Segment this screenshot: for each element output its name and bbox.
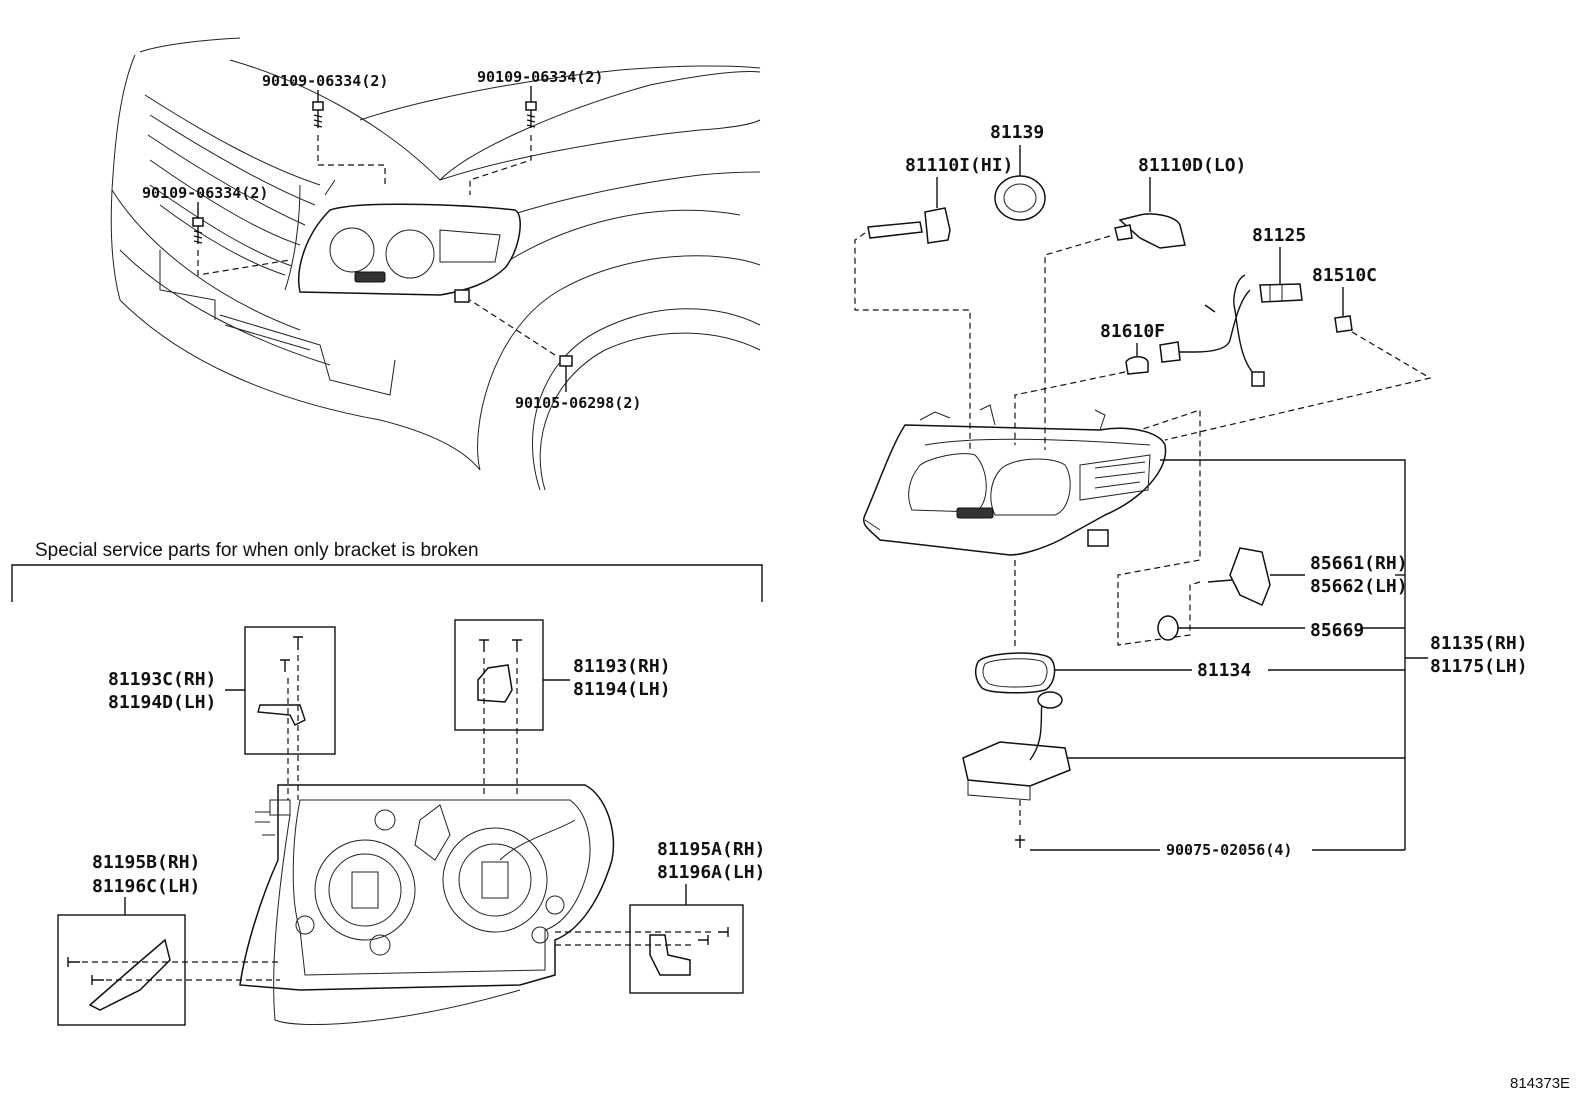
gasket-81134 xyxy=(974,560,1056,694)
label-81193: 81193(RH) xyxy=(573,656,671,677)
label-81194d: 81194D(LH) xyxy=(108,692,216,713)
bolt-icon-d xyxy=(469,299,573,380)
label-81125: 81125 xyxy=(1252,225,1306,246)
label-bolt-c: 90109-06334(2) xyxy=(142,184,268,202)
label-81610f: 81610F xyxy=(1100,321,1165,342)
label-81175: 81175(LH) xyxy=(1430,656,1528,677)
label-81195b: 81195B(RH) xyxy=(92,852,200,873)
label-85661: 85661(RH) xyxy=(1310,553,1408,574)
socket-harness-81125 xyxy=(1159,274,1303,387)
bulb-81610f xyxy=(1014,356,1149,445)
label-81196c: 81196C(LH) xyxy=(92,876,200,897)
label-81195a: 81195A(RH) xyxy=(657,839,765,860)
lo-bulb-81110d xyxy=(1044,213,1186,450)
label-bolt-b: 90109-06334(2) xyxy=(477,68,603,86)
label-81194: 81194(LH) xyxy=(573,679,671,700)
label-81134: 81134 xyxy=(1197,660,1251,681)
label-81139: 81139 xyxy=(990,122,1044,143)
label-bolt-a: 90109-06334(2) xyxy=(262,72,388,90)
label-81110i: 81110I(HI) xyxy=(905,155,1013,176)
bolt-icon-b xyxy=(469,101,537,195)
special-service-note: Special service parts for when only brac… xyxy=(35,540,479,561)
label-90075: 90075-02056(4) xyxy=(1166,841,1292,859)
bracket-box-81193 xyxy=(454,619,544,798)
note-bracket-line xyxy=(11,564,763,602)
ballast-unit xyxy=(962,691,1071,825)
bulb-81510c xyxy=(1164,315,1432,441)
headlamp-assembly xyxy=(863,404,1167,556)
label-81110d: 81110D(LO) xyxy=(1138,155,1246,176)
screw-90075 xyxy=(1015,835,1025,848)
bracket-box-81193c xyxy=(244,626,336,800)
bracket-box-81195a xyxy=(555,904,744,994)
diagram-reference-number: 814373E xyxy=(1510,1075,1570,1092)
label-85662: 85662(LH) xyxy=(1310,576,1408,597)
bolt-icon-c xyxy=(192,217,291,276)
bolt-icon-a xyxy=(312,101,386,185)
headlamp-rear-view xyxy=(239,784,615,1026)
label-81193c: 81193C(RH) xyxy=(108,669,216,690)
label-81135: 81135(RH) xyxy=(1430,633,1528,654)
label-81196a: 81196A(LH) xyxy=(657,862,765,883)
o-ring-85669 xyxy=(1157,615,1179,641)
label-bolt-d: 90105-06298(2) xyxy=(515,394,641,412)
label-81510c: 81510C xyxy=(1312,265,1377,286)
label-85669: 85669 xyxy=(1310,620,1364,641)
vehicle-front-illustration xyxy=(110,37,761,491)
sidemarker-socket-85661 xyxy=(1117,409,1271,646)
bracket-box-81195b xyxy=(57,914,280,1026)
hi-bulb-81110i xyxy=(854,207,971,450)
hiring-81139 xyxy=(994,175,1046,221)
